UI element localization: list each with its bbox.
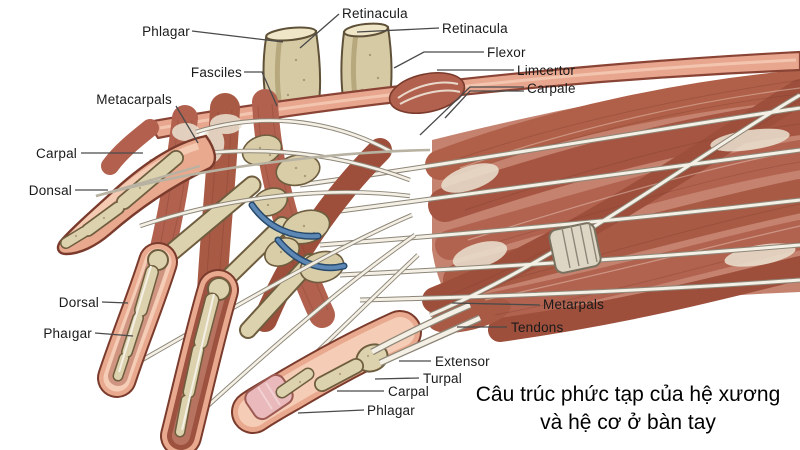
hand-tendon-fan xyxy=(126,118,420,424)
label-limcertor: Limcertor xyxy=(517,63,576,78)
label-flexor: Flexor xyxy=(487,45,526,60)
label-carpale: Carpale xyxy=(527,81,576,96)
figure-caption: Câu trúc phức tạp của hệ xương và hệ cơ … xyxy=(448,381,800,437)
label-dorsal: Dorsal xyxy=(58,295,99,310)
label-turpal: Turpal xyxy=(423,371,462,386)
crossing-tendon-line xyxy=(95,148,431,198)
wrist-wrap-band xyxy=(548,221,602,274)
label-tendons: Tendons xyxy=(511,320,564,335)
caption-line-2: và hệ cơ ở bàn tay xyxy=(540,411,716,434)
label-retinacula-right: Retinacula xyxy=(442,21,508,36)
extensor-tendon-bundle xyxy=(370,301,482,367)
label-donsal: Donsal xyxy=(28,183,72,198)
flexor-muscle-bulge xyxy=(388,72,466,114)
label-metarpals: Metarpals xyxy=(543,297,605,312)
label-phlagar-top: Phlagar xyxy=(142,24,190,39)
label-extensor: Extensor xyxy=(435,354,490,369)
retinaculum-tubes xyxy=(262,22,393,114)
label-carpal-bottom: Carpal xyxy=(388,384,429,399)
label-phaigar: Phaıgar xyxy=(43,326,92,341)
label-retinacula-left: Retinacula xyxy=(342,6,408,21)
label-phlagar-bottom: Phlagar xyxy=(367,403,415,418)
thumb xyxy=(56,121,217,256)
finger-ring xyxy=(231,310,422,434)
label-carpal-left: Carpal xyxy=(36,146,77,161)
forearm-muscles xyxy=(299,70,800,342)
finger-index xyxy=(97,242,178,398)
label-metacarpals: Metacarpals xyxy=(96,92,172,107)
finger-middle xyxy=(160,269,239,450)
leader-lines xyxy=(75,13,541,414)
caption-line-1: Câu trúc phức tạp của hệ xương xyxy=(475,383,781,406)
label-fasciles: Fasciles xyxy=(190,65,242,80)
